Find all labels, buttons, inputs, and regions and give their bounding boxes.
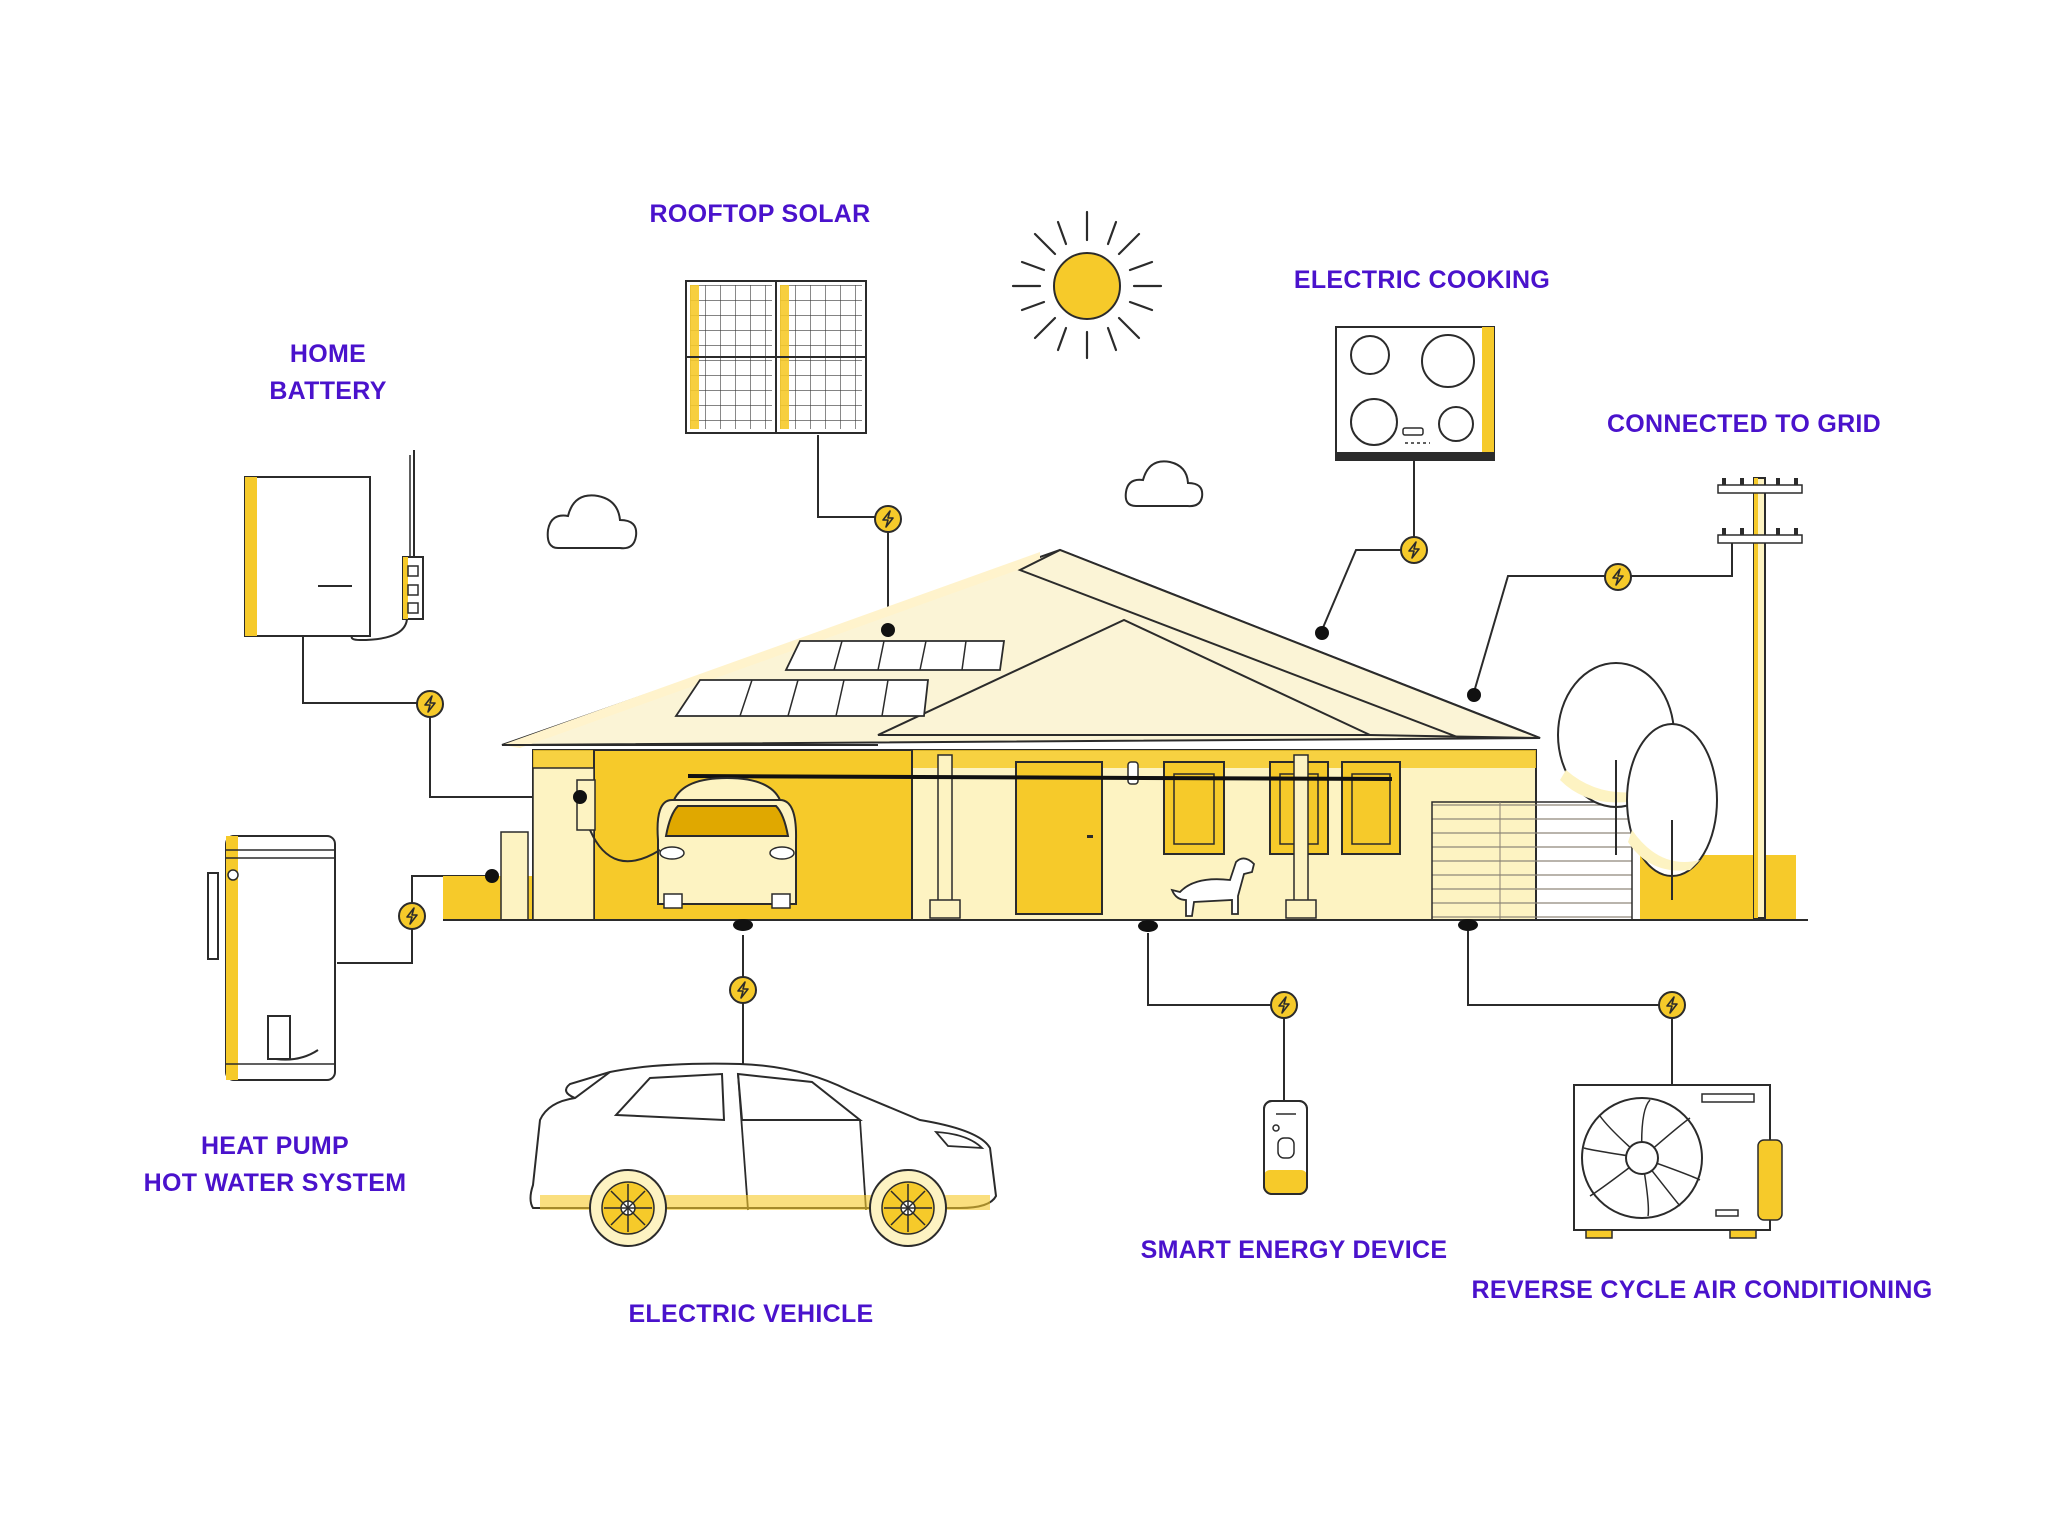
home-battery-text-line1: HOME: [228, 336, 428, 373]
smart-energy-device-label: SMART ENERGY DEVICE: [1124, 1232, 1464, 1269]
reverse-cycle-ac-text: REVERSE CYCLE AIR CONDITIONING: [1452, 1272, 1952, 1309]
lightning-bolt-icon: [1401, 537, 1427, 563]
lightning-bolt-icon: [1605, 564, 1631, 590]
lightning-bolt-icon: [875, 506, 901, 532]
rooftop-solar-label: ROOFTOP SOLAR: [640, 196, 880, 233]
rooftop-solar-text: ROOFTOP SOLAR: [640, 196, 880, 233]
heat-pump-text-line1: HEAT PUMP: [120, 1128, 430, 1165]
cooktop-illustration: [1336, 327, 1494, 460]
smart-energy-device-text: SMART ENERGY DEVICE: [1124, 1232, 1464, 1269]
smart-energy-device-illustration: [1264, 1101, 1307, 1194]
electric-cooking-label: ELECTRIC COOKING: [1272, 262, 1572, 299]
home-battery-text-line2: BATTERY: [228, 373, 428, 410]
heat-pump-label: HEAT PUMP HOT WATER SYSTEM: [120, 1128, 430, 1202]
reverse-cycle-ac-label: REVERSE CYCLE AIR CONDITIONING: [1452, 1272, 1952, 1309]
heat-pump-illustration: [208, 836, 335, 1080]
electric-vehicle-illustration: [531, 1064, 997, 1246]
lightning-bolt-icon: [417, 691, 443, 717]
lightning-bolt-icon: [1271, 992, 1297, 1018]
home-battery-label: HOME BATTERY: [228, 336, 428, 410]
power-pole-illustration: [1718, 478, 1802, 918]
electric-vehicle-text: ELECTRIC VEHICLE: [606, 1296, 896, 1333]
electric-vehicle-label: ELECTRIC VEHICLE: [606, 1296, 896, 1333]
lightning-bolt-icon: [730, 977, 756, 1003]
cloud-icon: [1126, 461, 1203, 506]
connected-to-grid-label: CONNECTED TO GRID: [1584, 406, 1904, 443]
electric-cooking-text: ELECTRIC COOKING: [1272, 262, 1572, 299]
lightning-bolt-icon: [399, 903, 425, 929]
connected-to-grid-text: CONNECTED TO GRID: [1584, 406, 1904, 443]
solar-panel-illustration: [686, 281, 866, 433]
cloud-icon: [548, 495, 636, 548]
sun-icon: [1013, 212, 1161, 358]
air-conditioner-illustration: [1574, 1085, 1782, 1238]
lightning-bolt-icon: [1659, 992, 1685, 1018]
heat-pump-text-line2: HOT WATER SYSTEM: [120, 1165, 430, 1202]
home-battery-illustration: [245, 450, 423, 640]
